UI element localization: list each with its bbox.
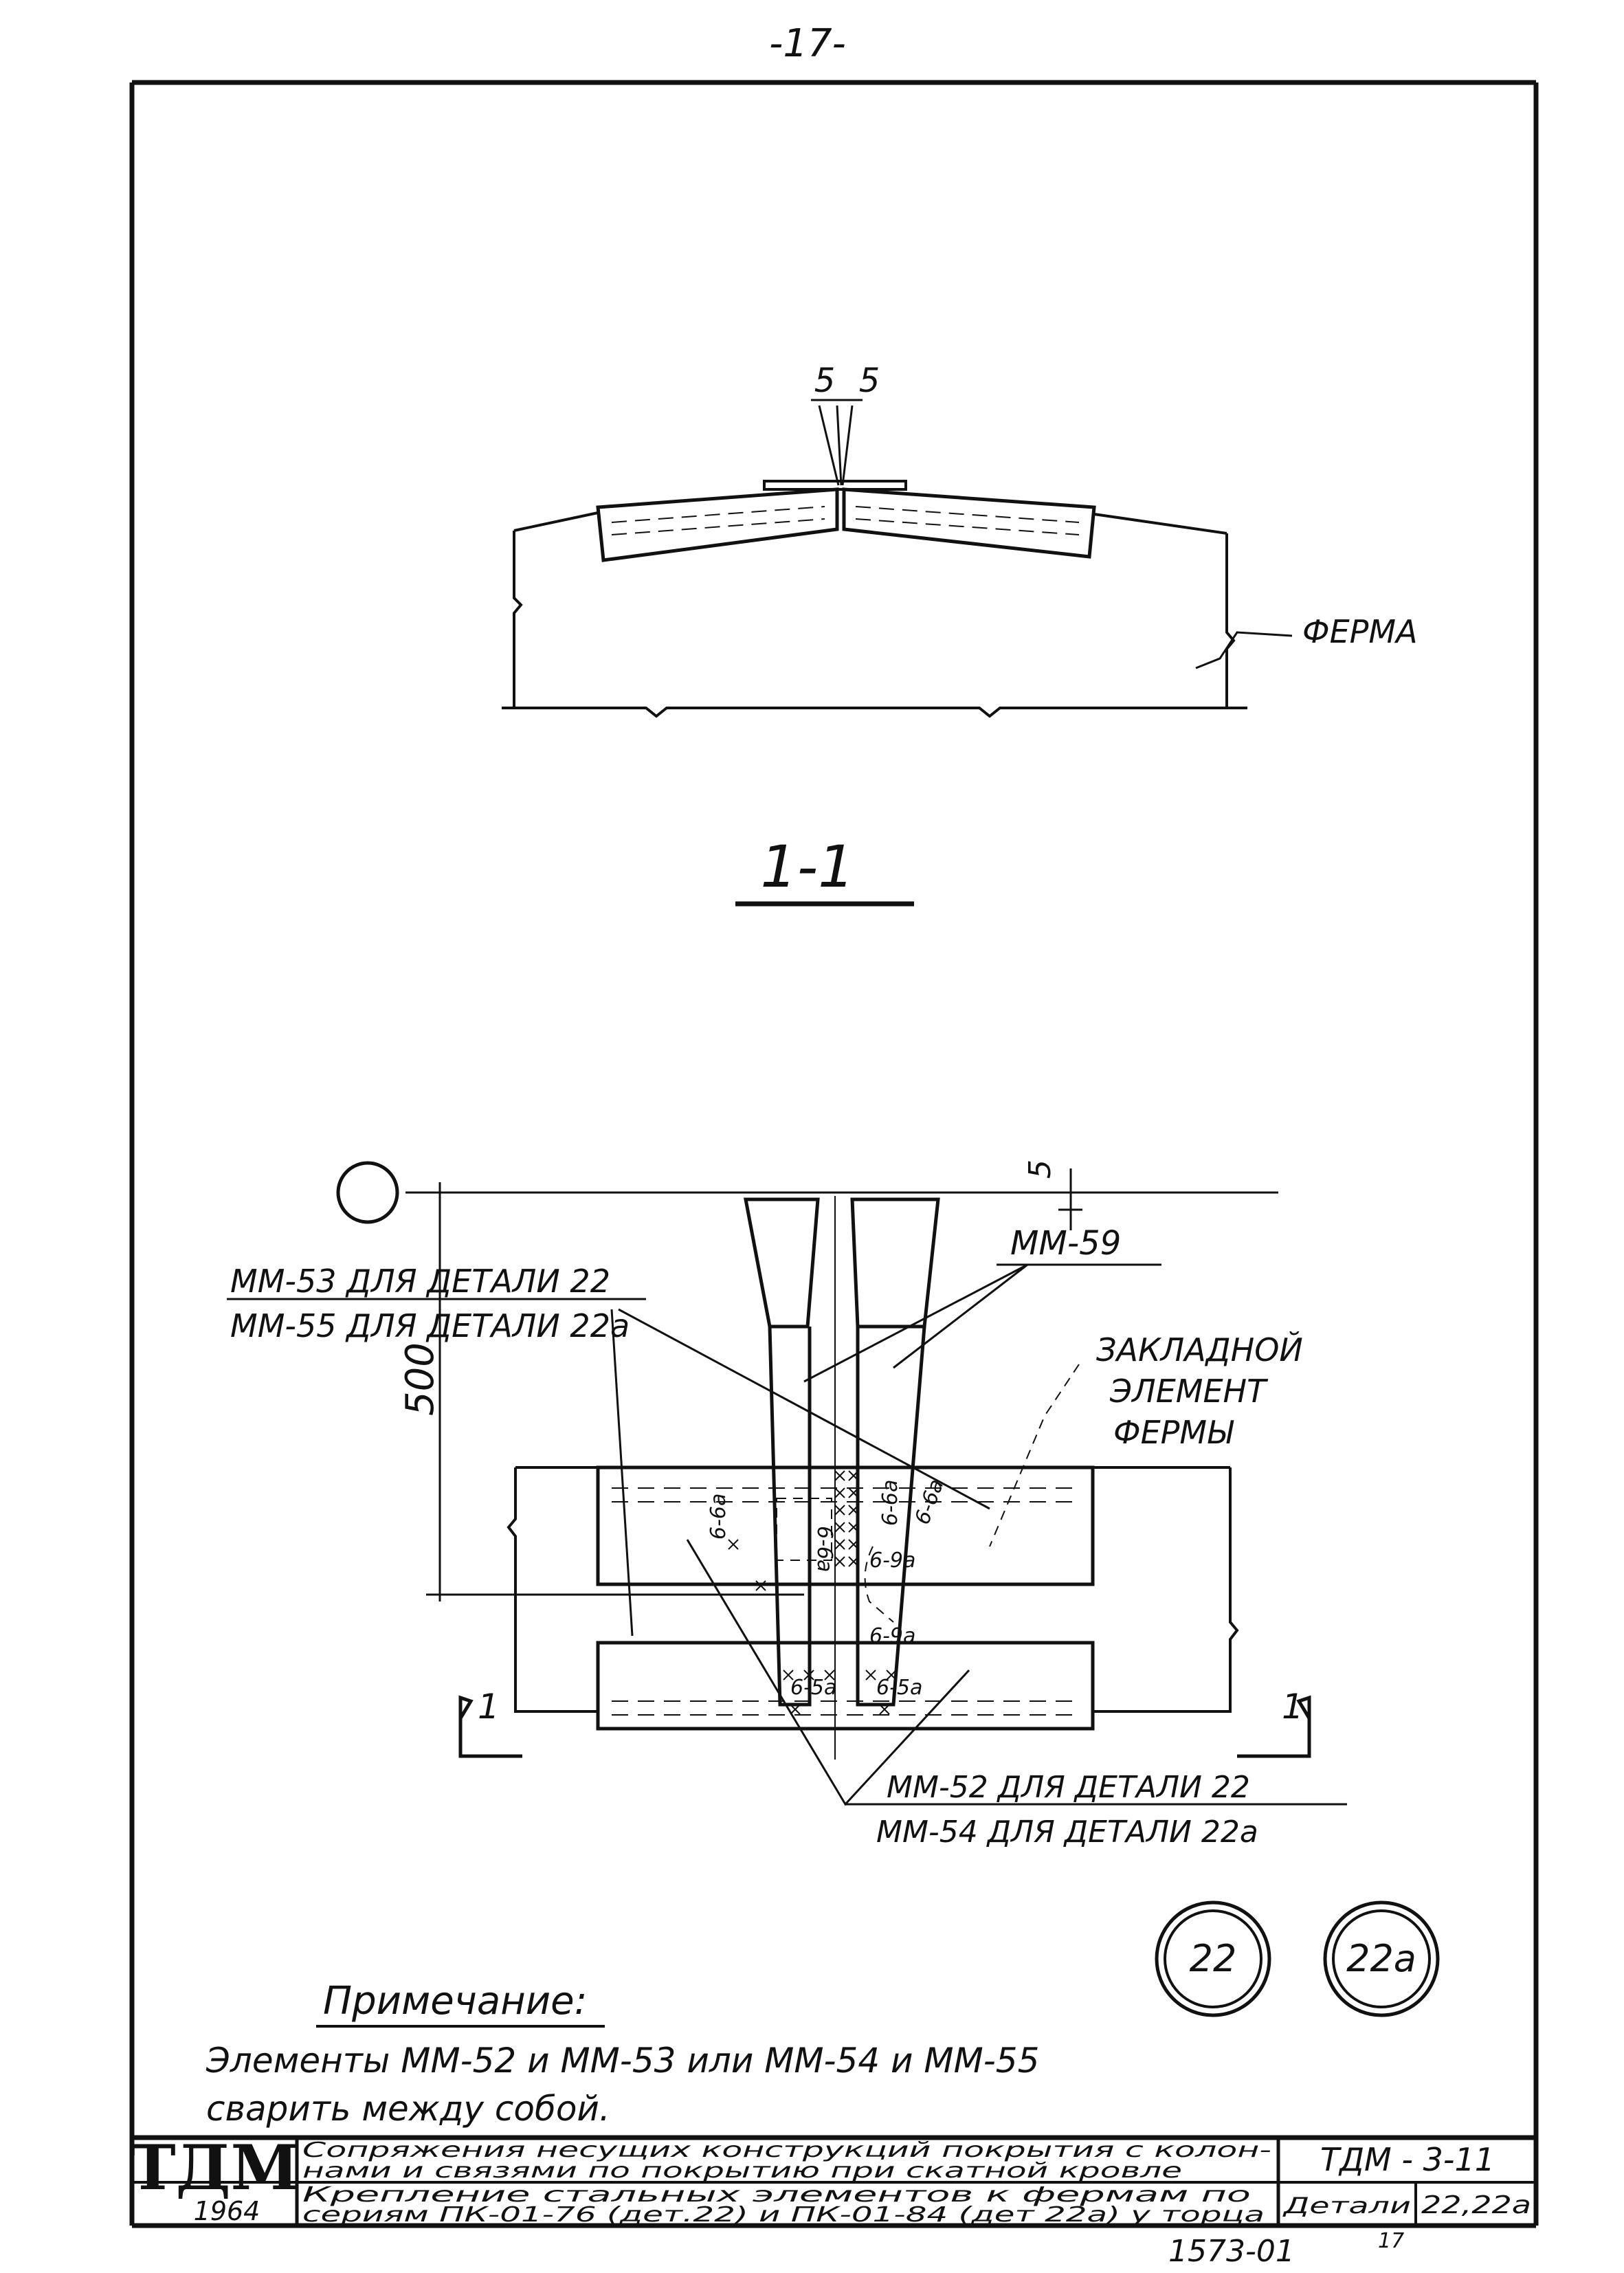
- mm59-label: ММ-59: [1010, 1224, 1121, 1263]
- ferma-label: ФЕРМА: [1302, 613, 1418, 650]
- mm53-label-line1: ММ-53 ДЛЯ ДЕТАЛИ 22: [230, 1263, 610, 1300]
- title-line1: Сопряжения несущих конструкций покрытия …: [302, 2138, 1271, 2162]
- dim-label-right: 5: [859, 362, 880, 400]
- embed-label-line2: ЭЛЕМЕНТ: [1109, 1373, 1269, 1410]
- mm53-label-line2: ММ-55 ДЛЯ ДЕТАЛИ 22а: [230, 1307, 630, 1344]
- desc-line2: сериям ПК-01-76 (дет.22) и ПК-01-84 (дет…: [302, 2203, 1265, 2227]
- weld-label-7: 6-5а: [790, 1676, 836, 1700]
- detail-label: Детали: [1282, 2193, 1411, 2219]
- detail-circle-22: 22: [1190, 1937, 1237, 1980]
- mm52-label-line1: ММ-52 ДЛЯ ДЕТАЛИ 22: [887, 1770, 1250, 1805]
- embed-label-line3: ФЕРМЫ: [1113, 1414, 1234, 1451]
- weld-label-2: 6-6а: [812, 1526, 836, 1572]
- dim-label-left: 5: [814, 362, 836, 400]
- top-view: 5 5 ФЕРМА: [502, 362, 1418, 718]
- title-block: ТДМ 1964 Сопряжения несущих конструкций …: [130, 2131, 1536, 2227]
- footer-code: 1573-01: [1168, 2234, 1295, 2269]
- dim-gap-label: 5: [1023, 1160, 1058, 1179]
- mm52-label-line2: ММ-54 ДЛЯ ДЕТАЛИ 22а: [876, 1815, 1258, 1850]
- tdm-logo: ТДМ: [130, 2131, 300, 2204]
- embed-label-line1: ЗАКЛАДНОЙ: [1096, 1331, 1303, 1368]
- detail-circle-22a: 22а: [1346, 1937, 1416, 1980]
- desc-line1: Крепление стальных элементов к фермам по: [302, 2183, 1251, 2207]
- dim-500-label: 500: [398, 1342, 443, 1416]
- note-title: Примечание:: [323, 1979, 587, 2023]
- weld-label-6: 6-9а: [869, 1624, 915, 1648]
- weld-label-8: 6-5а: [876, 1676, 922, 1700]
- weld-hatching: [728, 1470, 897, 1715]
- plan-view: 5 500 6-6а 6-6а 6-6а: [227, 1160, 1347, 1850]
- weld-label-5: 6-9а: [869, 1549, 915, 1573]
- title-line2: нами и связями по покрытию при скатной к…: [302, 2159, 1182, 2183]
- weld-label-1: 6-6а: [707, 1494, 731, 1540]
- axis-bubble: [336, 1161, 399, 1224]
- weld-label-3: 6-6а: [878, 1480, 902, 1526]
- sheet-frame: [129, 80, 1539, 2228]
- section-mark-left: 1: [478, 1687, 500, 1727]
- year-label: 1964: [194, 2196, 260, 2226]
- section-title: 1-1: [735, 833, 914, 907]
- footer-sheet: 17: [1378, 2229, 1404, 2253]
- detail-value: 22,22а: [1421, 2191, 1531, 2219]
- section-mark-right: 1: [1282, 1687, 1304, 1727]
- note-block: Примечание: Элементы ММ-52 и ММ-53 или М…: [205, 1979, 1039, 2129]
- page-number: -17-: [769, 21, 846, 66]
- detail-markers: 22 22а: [1155, 1900, 1440, 2017]
- note-line2: сварить между собой.: [206, 2089, 610, 2129]
- section-label: 1-1: [760, 833, 854, 900]
- note-line1: Элементы ММ-52 и ММ-53 или ММ-54 и ММ-55: [205, 2041, 1039, 2081]
- series-code: ТДМ - 3-11: [1320, 2141, 1495, 2178]
